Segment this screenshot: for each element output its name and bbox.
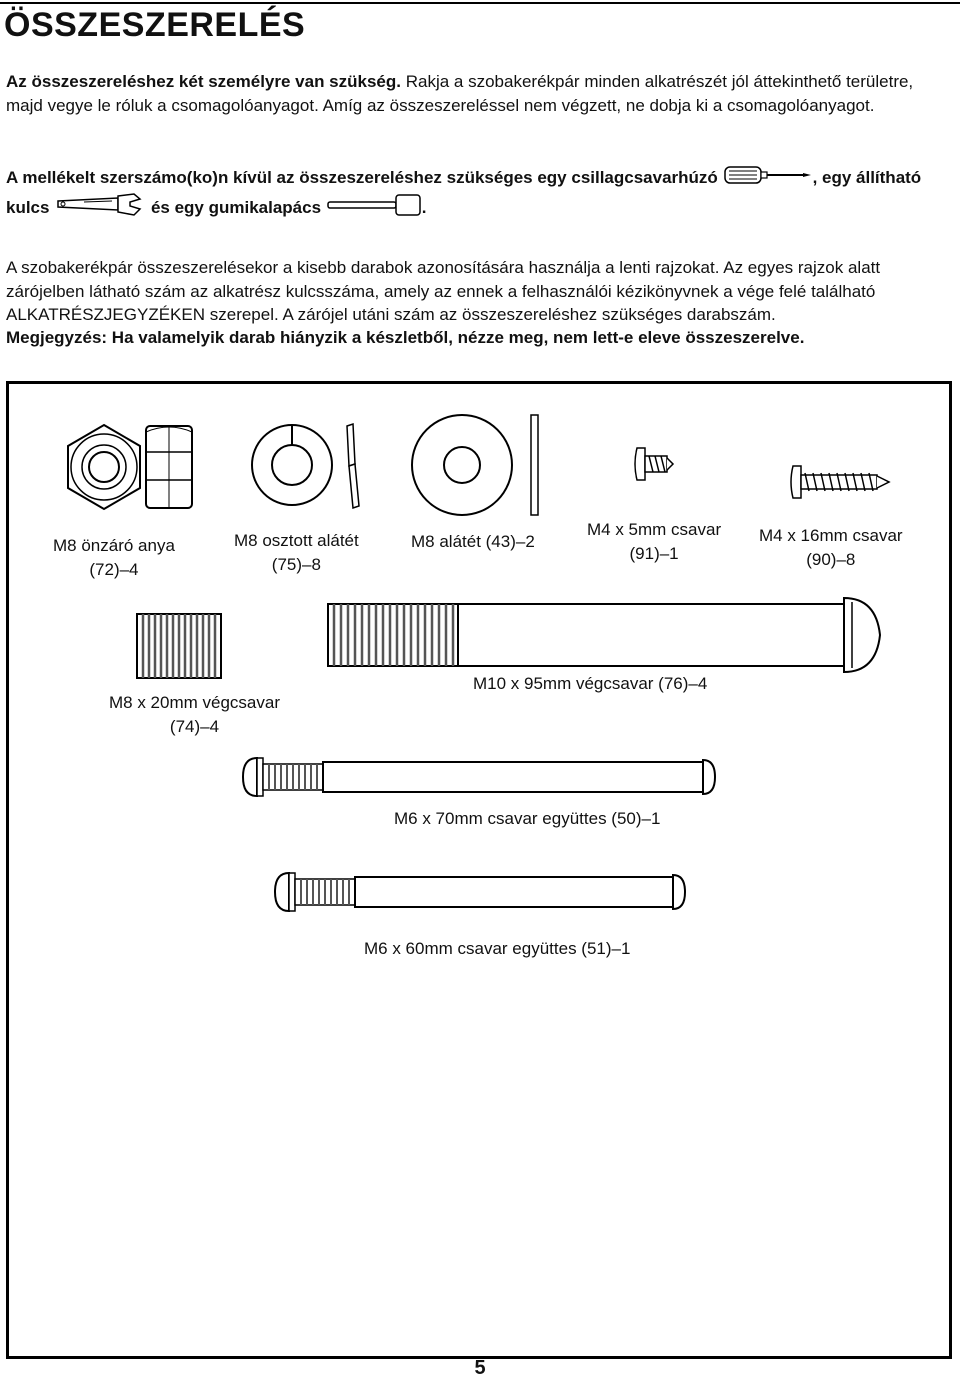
flat-washer-drawing [411, 414, 539, 516]
nut-side-view-drawing [145, 425, 193, 509]
split-washer-drawing [251, 422, 360, 510]
part-label-m4x5-screw: M4 x 5mm csavar (91)–1 [587, 518, 721, 566]
part-name: M8 önzáró anya [53, 536, 175, 555]
intro-bold-sentence: Az összeszereléshez két személyre van sz… [6, 72, 401, 91]
part-name: M8 x 20mm végcsavar [109, 693, 280, 712]
tools-text-3: és egy gumikalapács [150, 197, 322, 217]
intro-paragraph: Az összeszereléshez két személyre van sz… [6, 70, 954, 117]
part-label-split-washer: M8 osztott alátét (75)–8 [234, 529, 359, 577]
tools-paragraph: A mellékelt szerszámo(ko)n kívül az össz… [6, 164, 954, 224]
m4x16-screw-drawing [790, 465, 891, 499]
part-label-flat-washer: M8 alátét (43)–2 [411, 532, 535, 551]
m4x5-screw-drawing [634, 447, 675, 481]
part-qty: (91)–1 [629, 544, 679, 563]
parts-panel: M8 önzáró anya (72)–4 M8 osztott alátét … [6, 381, 952, 1359]
part-label-m10x95-end-bolt: M10 x 95mm végcsavar (76)–4 [473, 674, 708, 693]
parts-info-paragraph: A szobakerékpár összeszerelésekor a kise… [6, 258, 881, 324]
m6x60-bolt-assembly-drawing [273, 871, 687, 913]
part-label-m8x20-end-bolt: M8 x 20mm végcsavar (74)–4 [109, 691, 280, 739]
part-name: M4 x 5mm csavar [587, 520, 722, 539]
page-number: 5 [474, 1357, 486, 1379]
m6x70-bolt-assembly-drawing [241, 756, 717, 798]
self-locking-nut-drawing [67, 423, 141, 511]
part-name: M8 osztott alátét [234, 531, 359, 550]
part-label-m6x70-bolt-assembly: M6 x 70mm csavar együttes (50)–1 [394, 809, 661, 828]
m10x95-end-bolt-drawing [327, 596, 882, 674]
page-title: ÖSSZESZERELÉS [4, 6, 306, 44]
part-qty: (90)–8 [806, 550, 856, 569]
tools-text-4: . [421, 197, 427, 217]
note-paragraph: Megjegyzés: Ha valamelyik darab hiányzik… [6, 328, 805, 347]
part-label-m6x60-bolt-assembly: M6 x 60mm csavar együttes (51)–1 [364, 939, 631, 958]
adjustable-wrench-icon [54, 193, 146, 224]
intro-rest: Rakja a szobakerékpár minden alkatrészét… [6, 72, 914, 115]
top-rule [0, 2, 960, 4]
rubber-mallet-icon [326, 193, 422, 224]
part-qty: (74)–4 [169, 717, 220, 736]
m8x20-end-bolt-drawing [136, 613, 222, 679]
part-qty: (75)–8 [271, 555, 321, 574]
phillips-screwdriver-icon [723, 164, 813, 193]
tools-text-2: , egy állítható kulcs [6, 167, 922, 217]
part-label-nut: M8 önzáró anya (72)–4 [53, 534, 175, 582]
part-qty: (72)–4 [89, 560, 139, 579]
part-label-m4x16-screw: M4 x 16mm csavar (90)–8 [759, 524, 903, 572]
part-name: M4 x 16mm csavar [759, 526, 903, 545]
tools-text-1: A mellékelt szerszámo(ko)n kívül az össz… [6, 167, 718, 187]
